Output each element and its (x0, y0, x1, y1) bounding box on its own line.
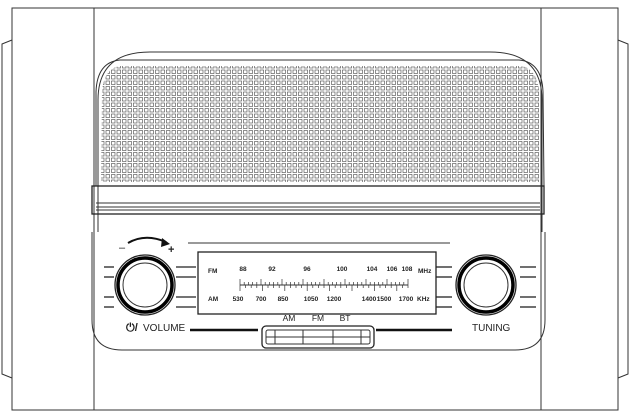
fm-mark: 106 (387, 266, 398, 273)
fm-mark: 100 (337, 266, 348, 273)
tuning-knob[interactable] (455, 254, 517, 316)
volume-label: VOLUME (143, 323, 186, 334)
trim-band (91, 185, 545, 215)
decor-lines (104, 242, 536, 332)
am-mark: 1200 (327, 296, 342, 303)
speaker-grille (95, 59, 545, 187)
front-panel (91, 51, 546, 351)
fm-mark: 92 (268, 266, 276, 273)
fm-mark: 96 (303, 266, 311, 273)
am-mark: 530 (233, 296, 244, 303)
power-icon: ⏻/ (126, 321, 138, 334)
fm-mark: 88 (239, 266, 247, 273)
fm-mark: 104 (367, 266, 378, 273)
am-mark: 1400 (362, 296, 377, 303)
cabinet (1, 7, 629, 411)
am-band-label: AM (208, 296, 218, 303)
tuning-label: TUNING (472, 323, 511, 334)
am-mark: 1700 (399, 296, 414, 303)
volume-plus-label: + (168, 244, 174, 256)
left-side-handle (1, 39, 13, 379)
mode-label-fm: FM (312, 313, 324, 323)
mode-label-bt: BT (340, 313, 351, 323)
fm-band-label: FM (208, 268, 217, 275)
am-scale-ticks (239, 285, 409, 291)
am-mark: 700 (256, 296, 267, 303)
fm-scale-ticks (239, 279, 409, 285)
right-side-handle (617, 39, 629, 379)
dial-window (197, 251, 437, 315)
mode-label-am: AM (283, 313, 296, 323)
fm-mark: 108 (402, 266, 413, 273)
am-mark: 1050 (304, 296, 319, 303)
am-mark: 1500 (377, 296, 392, 303)
rotation-arrow-icon (127, 236, 170, 247)
am-unit-label: KHz (417, 296, 430, 303)
volume-minus-label: – (119, 242, 126, 254)
fm-unit-label: MHz (418, 268, 432, 275)
volume-knob[interactable] (114, 254, 176, 316)
am-mark: 850 (278, 296, 289, 303)
